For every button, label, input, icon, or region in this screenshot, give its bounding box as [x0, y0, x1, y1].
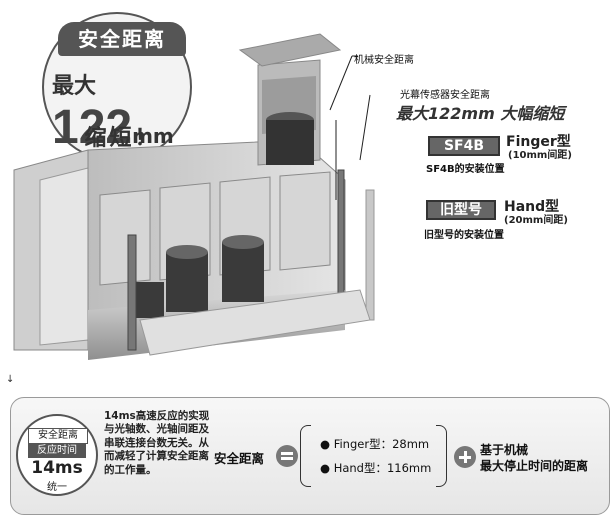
badge-14ms: 14ms — [31, 458, 83, 478]
hand-item-text: Hand型：116mm — [333, 461, 432, 475]
bracket-left — [300, 425, 311, 487]
old-model-tag: 旧型号 — [426, 200, 496, 220]
old-model-pitch: (20mm间距) — [504, 215, 568, 226]
sf4b-model: Finger型 — [506, 134, 571, 150]
safety-distance-label: 安全距离 — [214, 451, 265, 466]
mechanical-distance-label: 机械安全距离 — [354, 55, 414, 66]
badge-title: 安全距离 — [58, 22, 186, 56]
badge-value: 最大122mm — [52, 68, 192, 154]
badge-prefix: 最大 — [52, 74, 97, 99]
sf4b-pitch: (10mm间距) — [508, 150, 572, 161]
old-model-name: Hand型 — [504, 199, 560, 215]
leader-lines — [329, 55, 371, 200]
badge-unified: 统一 — [47, 482, 67, 493]
result-line-2: 最大停止时间的距离 — [480, 459, 589, 473]
sf4b-tag: SF4B — [428, 136, 500, 156]
description-text: 14ms高速反应的实现与光轴数、光轴间距及串联连接台数无关。从而减轻了计算安全距… — [104, 410, 210, 476]
info-panel — [10, 397, 610, 515]
equals-icon — [276, 445, 298, 467]
badge-unit: mm — [132, 124, 174, 148]
curtain-distance-label: 光幕传感器安全距离 — [400, 90, 490, 101]
sf4b-position-label: SF4B的安装位置 — [426, 164, 505, 175]
down-arrow-icon: ↓ — [6, 374, 15, 385]
badge-number: 122 — [52, 101, 133, 154]
finger-item-text: Finger型：28mm — [333, 437, 430, 451]
hand-item: ● Hand型：116mm — [320, 461, 432, 475]
badge-response-time: 反应时间 — [28, 444, 86, 458]
finger-item: ● Finger型：28mm — [320, 437, 430, 451]
result-text: 基于机械 最大停止时间的距离 — [480, 442, 588, 474]
bracket-right — [436, 425, 447, 487]
badge-safe-distance: 安全距离 — [28, 428, 88, 444]
result-line-1: 基于机械 — [480, 443, 529, 457]
machine-illustration — [13, 33, 375, 360]
plus-icon — [454, 446, 476, 468]
reduction-text: 最大122mm 大幅缩短 — [396, 104, 565, 123]
badge-suffix: 缩短！ — [84, 126, 160, 151]
old-position-label: 旧型号的安装位置 — [424, 230, 504, 241]
